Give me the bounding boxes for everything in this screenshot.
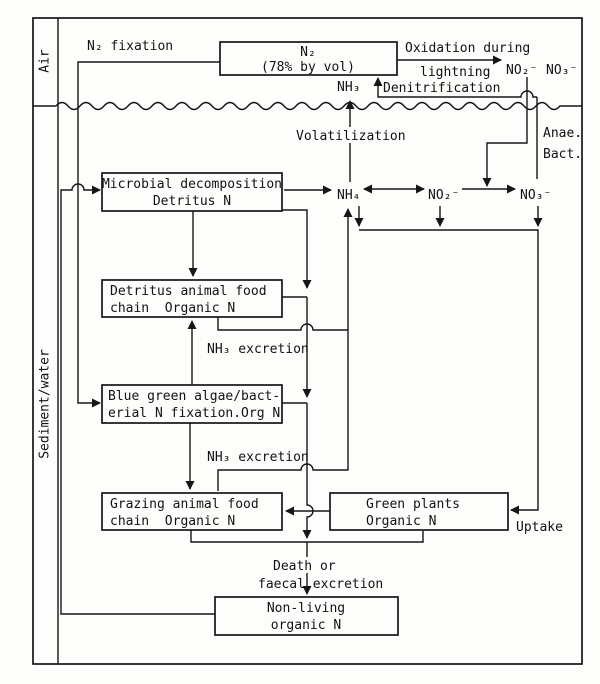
n2-fixation-line [77, 61, 220, 408]
detritus-box-line1: Detritus animal food [110, 284, 267, 299]
nonliving-box-line2: organic N [271, 618, 341, 633]
outer-border [32, 17, 583, 665]
denitrification-line [373, 77, 537, 98]
n2-box-line2: (78% by vol) [261, 60, 355, 75]
air-no3-label: NO₃⁻ [546, 63, 577, 78]
water-surface-line [55, 101, 582, 111]
sediment-strip-label: Sediment/water [38, 349, 53, 459]
recycle-line [60, 183, 215, 615]
water-no2-label: NO₂⁻ [428, 188, 459, 203]
death-label-line2: faecal excretion [258, 577, 383, 592]
oxidation-label-line1: Oxidation during [405, 41, 530, 56]
greenplants-box-line1: Green plants [366, 497, 460, 512]
nh3-excretion-label-2: NH₃ excretion [207, 450, 309, 465]
uptake-label: Uptake [516, 520, 563, 535]
greenplants-box-line2: Organic N [366, 514, 436, 529]
denitrification-label: Denitrification [383, 81, 500, 96]
air-strip-label: Air [38, 49, 53, 73]
detritus-box-line2: chain Organic N [110, 301, 235, 316]
nh4-label: NH₄ [337, 188, 360, 203]
bluegreen-box [101, 384, 283, 424]
nonliving-box-line1: Non-living [267, 601, 345, 616]
nh3-excretion-line-1 [217, 317, 348, 331]
detritus-box [101, 279, 283, 318]
no2-fallout-line [482, 77, 528, 187]
nh3-label: NH₃ [337, 80, 360, 95]
n2-box [219, 41, 398, 76]
microbial-box-line1: Microbial decomposition [102, 177, 282, 192]
n2-box-line1: N₂ [300, 45, 316, 60]
air-no2-label: NO₂⁻ [506, 63, 537, 78]
grazing-box-line1: Grazing animal food [110, 497, 259, 512]
nh3-excretion-label-1: NH₃ excretion [207, 342, 309, 357]
spine-to-death-line [302, 403, 314, 539]
death-label-line1: Death or [273, 559, 336, 574]
grazing-box-line2: chain Organic N [110, 514, 235, 529]
anae-bact-label-line2: Bact. [543, 147, 582, 162]
n2-fixation-label: N₂ fixation [87, 39, 173, 54]
death-label-bg [270, 557, 360, 573]
anae-bact-label-line1: Anae. [543, 126, 582, 141]
microbial-box [101, 172, 283, 212]
volatilization-label: Volatilization [296, 129, 406, 144]
oxidation-label-line2: lightning [420, 65, 490, 80]
uptake-line [359, 229, 539, 515]
microbial-box-line2: Detritus N [153, 194, 231, 209]
bluegreen-box-line2: erial N fixation.Org N [108, 406, 280, 421]
grazing-box [101, 492, 283, 531]
greenplants-box [329, 492, 509, 531]
volatilization-label-bg [292, 127, 414, 143]
bluegreen-box-line1: Blue green algae/bact- [108, 389, 280, 404]
spine-microbial-to-detritus [282, 209, 312, 289]
water-no3-label: NO₃⁻ [520, 188, 551, 203]
nonliving-box [214, 596, 399, 636]
